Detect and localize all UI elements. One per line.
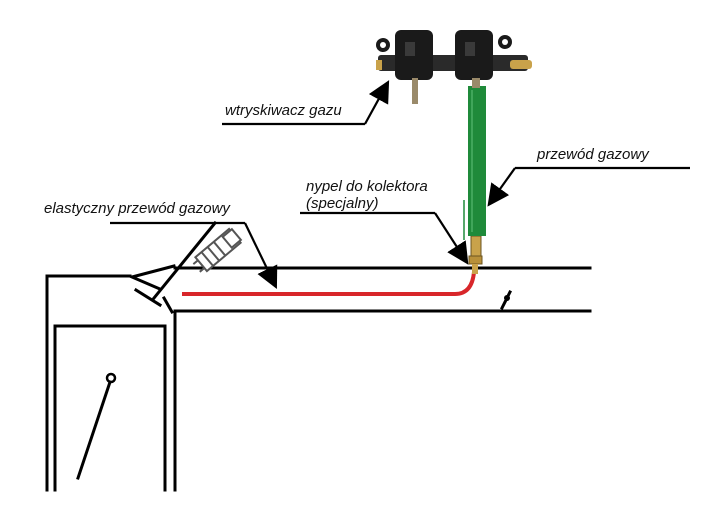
valve-stem — [76, 380, 112, 480]
intake-port — [127, 264, 176, 291]
label-injector: wtryskiwacz gazu — [225, 102, 342, 119]
label-nipple-line2: (specjalny) — [306, 195, 379, 212]
petrol-injector-icon — [192, 227, 243, 273]
label-nipple-line1: nypel do kolektora — [306, 178, 428, 195]
leader-gas-hose — [487, 166, 690, 207]
engine-inner-wall — [53, 324, 167, 492]
throttle-pivot — [504, 295, 510, 301]
intake-manifold — [45, 220, 592, 492]
leader-injector — [222, 80, 390, 126]
leader-nipple — [300, 211, 469, 265]
valve-seat-right — [161, 295, 175, 315]
valve-seat-left — [133, 287, 163, 308]
gas-injector-rail — [376, 30, 532, 104]
gas-hose — [468, 86, 486, 236]
injector-axis-line — [151, 220, 218, 301]
engine-outer-wall — [45, 274, 132, 492]
leader-flexible-hose — [110, 221, 278, 289]
label-flexible-hose: elastyczny przewód gazowy — [44, 200, 231, 217]
flexible-gas-hose — [182, 271, 476, 296]
label-gas-hose: przewód gazowy — [536, 146, 650, 163]
